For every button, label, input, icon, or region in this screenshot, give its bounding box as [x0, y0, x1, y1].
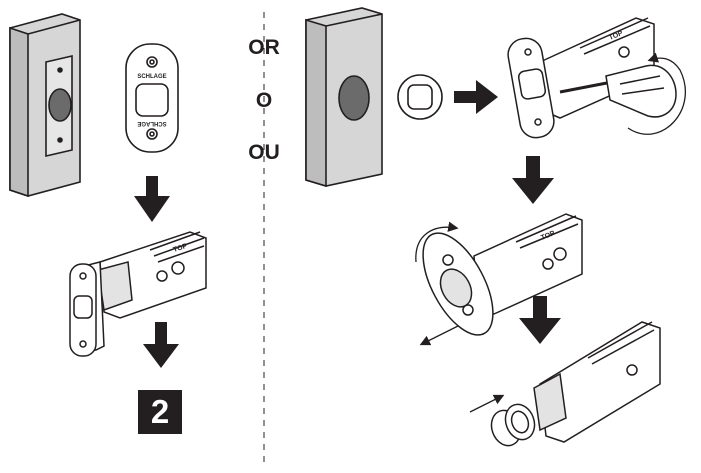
door-edge-round-bore: [305, 7, 383, 188]
arrow-down-to-step: [143, 322, 179, 368]
arrow-right-to-latch: [454, 80, 498, 114]
faceplate-stamp-top: SCHLAGE: [137, 74, 166, 80]
unscrew-rotation-arrow: [415, 221, 459, 263]
door-edge-with-mortise: [9, 13, 81, 198]
pull-out-arrow: [419, 325, 459, 346]
latch-drive-in: [533, 321, 661, 443]
faceplate-front-view: SCHLAGE SCHLAGE: [125, 43, 179, 153]
step-number-badge: 2: [138, 390, 182, 434]
rotation-arrow: [627, 52, 686, 135]
latch-faceplate-removal: TOP: [422, 213, 583, 336]
arrow-down-to-latch: [134, 176, 170, 222]
latch-top-mark: TOP: [172, 243, 188, 254]
separator-word-or: OR: [248, 36, 280, 59]
push-in-arrow: [469, 394, 505, 413]
round-collar: [397, 74, 443, 120]
separator-word-o: O: [255, 89, 273, 112]
arrow-down-2: [519, 296, 561, 344]
latch-top-mark-mid: TOP: [540, 230, 556, 242]
latch-top-mark-right: TOP: [608, 30, 624, 42]
latch-assembled: TOP: [69, 231, 207, 357]
screwdriver: [559, 64, 677, 118]
separator-word-ou: OU: [248, 141, 280, 164]
drive-in-collar: [490, 403, 536, 447]
faceplate-stamp-bottom: SCHLAGE: [137, 120, 166, 126]
arrow-down-1: [512, 156, 554, 204]
